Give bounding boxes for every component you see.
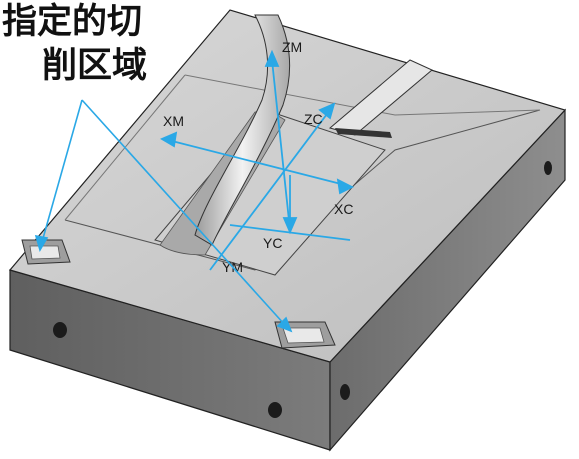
corner-pocket-left[interactable]: [21, 239, 71, 265]
axis-label-xc: XC: [334, 201, 353, 217]
callout-leaders: [34, 99, 293, 333]
axis-label-yc: YC: [263, 235, 282, 251]
mount-hole-icon[interactable]: [544, 161, 552, 175]
axis-label-zm: ZM: [282, 39, 302, 55]
annotation-callout: 指定的切 削区域: [2, 0, 147, 88]
plateau-edge-back: [184, 74, 541, 116]
axis-label-xm: XM: [163, 113, 184, 129]
axis-label-zc: ZC: [304, 111, 323, 127]
mount-hole-icon[interactable]: [268, 402, 282, 418]
annotation-line-2: 削区域: [42, 46, 148, 86]
corner-pocket-icon: [29, 245, 61, 260]
mount-hole-icon[interactable]: [53, 322, 67, 338]
mount-hole-icon[interactable]: [340, 384, 350, 400]
wcs-axes[interactable]: [160, 49, 355, 271]
annotation-line-1: 指定的切: [2, 2, 143, 42]
runner-channel[interactable]: [194, 14, 291, 246]
gate-slot-dark: [335, 128, 392, 138]
